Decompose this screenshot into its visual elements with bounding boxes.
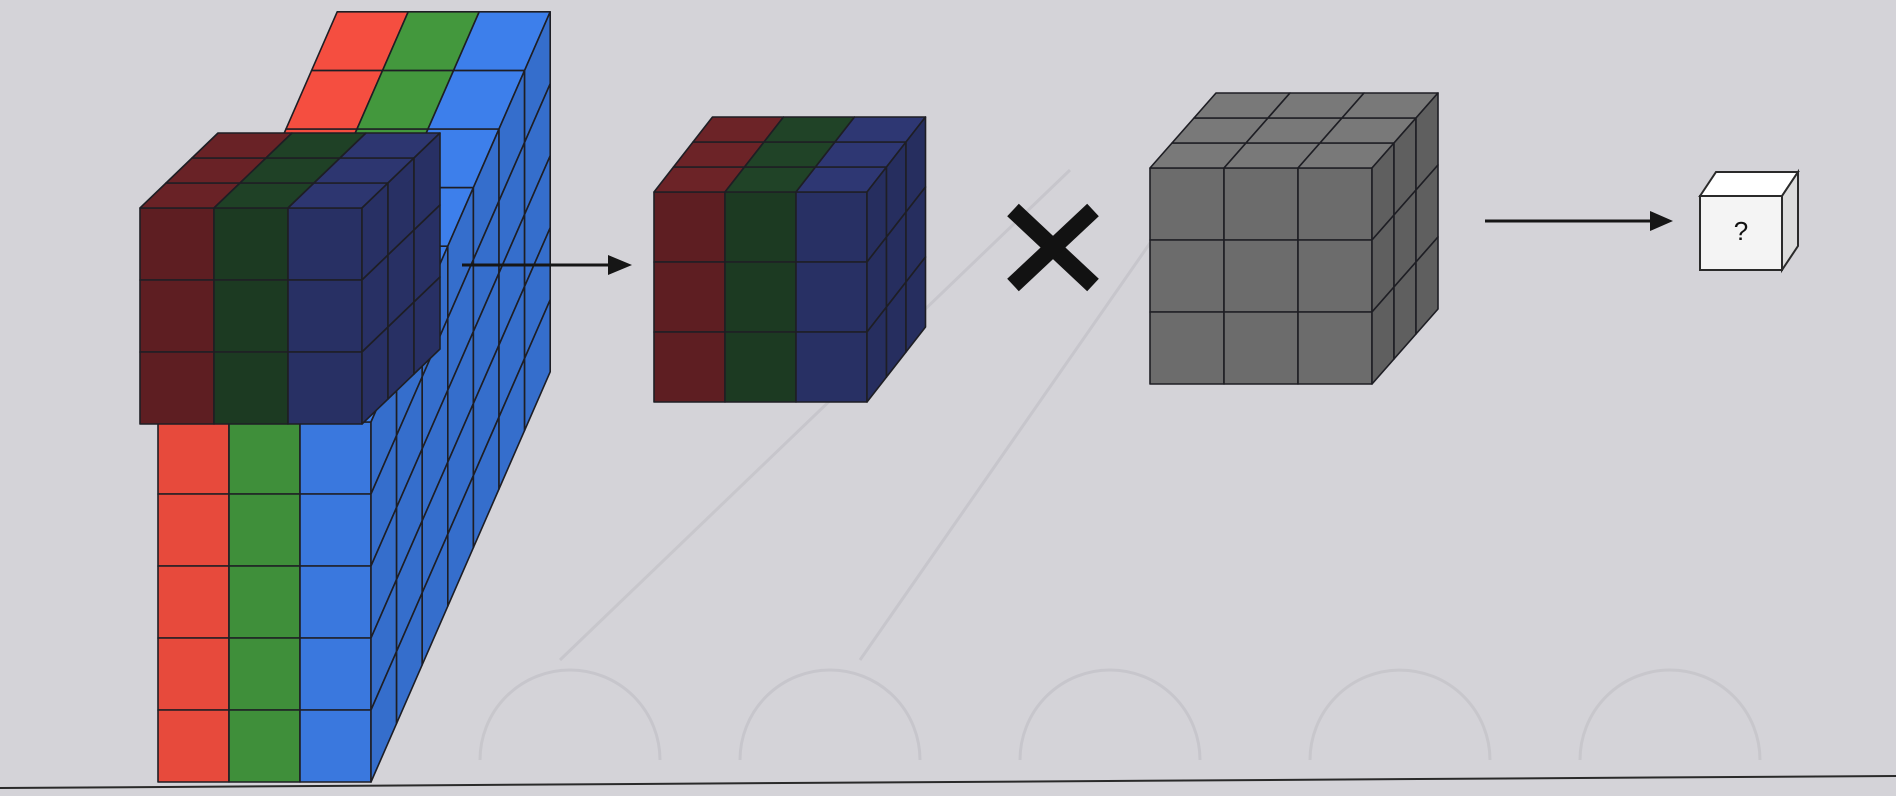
input-patch-cube	[653, 116, 927, 403]
filter-cube-front-cell	[1223, 311, 1299, 385]
patch-cube-front-cell	[653, 261, 726, 333]
patch-cube-front-cell	[724, 261, 797, 333]
input-volume-front-cell	[299, 709, 372, 783]
input-volume-front-cell	[157, 421, 230, 495]
patch-cube-front-cell	[653, 331, 726, 403]
input-volume-front-cell	[157, 709, 230, 783]
filter-cube-front-cell	[1297, 239, 1373, 313]
receptive-field-side-cell	[413, 276, 441, 375]
patch-cube-front-cell	[795, 261, 868, 333]
receptive-field-front-cell	[139, 207, 215, 281]
output-value-label: ?	[1734, 216, 1748, 246]
input-volume-front-cell	[228, 565, 301, 639]
filter-cube-front-cell	[1297, 167, 1373, 241]
filter-cube-side-cell	[1415, 236, 1439, 335]
input-volume-front-cell	[228, 493, 301, 567]
patch-cube-front-cell	[724, 331, 797, 403]
patch-cube-side-cell	[905, 256, 927, 353]
input-volume-front-cell	[157, 637, 230, 711]
receptive-field-overlay	[139, 132, 441, 425]
receptive-field-front-cell	[213, 351, 289, 425]
patch-cube-front-cell	[795, 191, 868, 263]
patch-cube-front-cell	[795, 331, 868, 403]
input-volume-front-cell	[157, 493, 230, 567]
page-bottom-line	[0, 775, 1896, 789]
filter-cube-front-cell	[1149, 239, 1225, 313]
filter-cube-front-cell	[1223, 239, 1299, 313]
filter-cube-front-cell	[1223, 167, 1299, 241]
filter-cube-front-cell	[1149, 311, 1225, 385]
patch-cube-front-cell	[653, 191, 726, 263]
arrow-right-icon	[1485, 211, 1673, 231]
filter-cube-front-cell	[1297, 311, 1373, 385]
receptive-field-front-cell	[287, 279, 363, 353]
input-volume-side-cell	[523, 298, 552, 432]
receptive-field-front-cell	[139, 279, 215, 353]
input-volume-front-cell	[228, 709, 301, 783]
input-volume-front-cell	[228, 637, 301, 711]
filter-cube	[1149, 92, 1439, 385]
input-volume-front-cell	[299, 421, 372, 495]
output-value-cube: ?	[1698, 168, 1800, 274]
input-volume-front-cell	[157, 565, 230, 639]
receptive-field-front-cell	[213, 279, 289, 353]
multiply-icon	[1007, 203, 1099, 292]
receptive-field-front-cell	[287, 207, 363, 281]
input-volume-front-cell	[299, 493, 372, 567]
input-volume-front-cell	[299, 637, 372, 711]
input-volume-front-cell	[228, 421, 301, 495]
filter-cube-front-cell	[1149, 167, 1225, 241]
receptive-field-front-cell	[287, 351, 363, 425]
receptive-field-front-cell	[139, 351, 215, 425]
patch-cube-front-cell	[724, 191, 797, 263]
receptive-field-front-cell	[213, 207, 289, 281]
background-faint-lines	[478, 168, 1762, 761]
arrow-right-icon	[462, 255, 632, 275]
input-volume-front-cell	[299, 565, 372, 639]
